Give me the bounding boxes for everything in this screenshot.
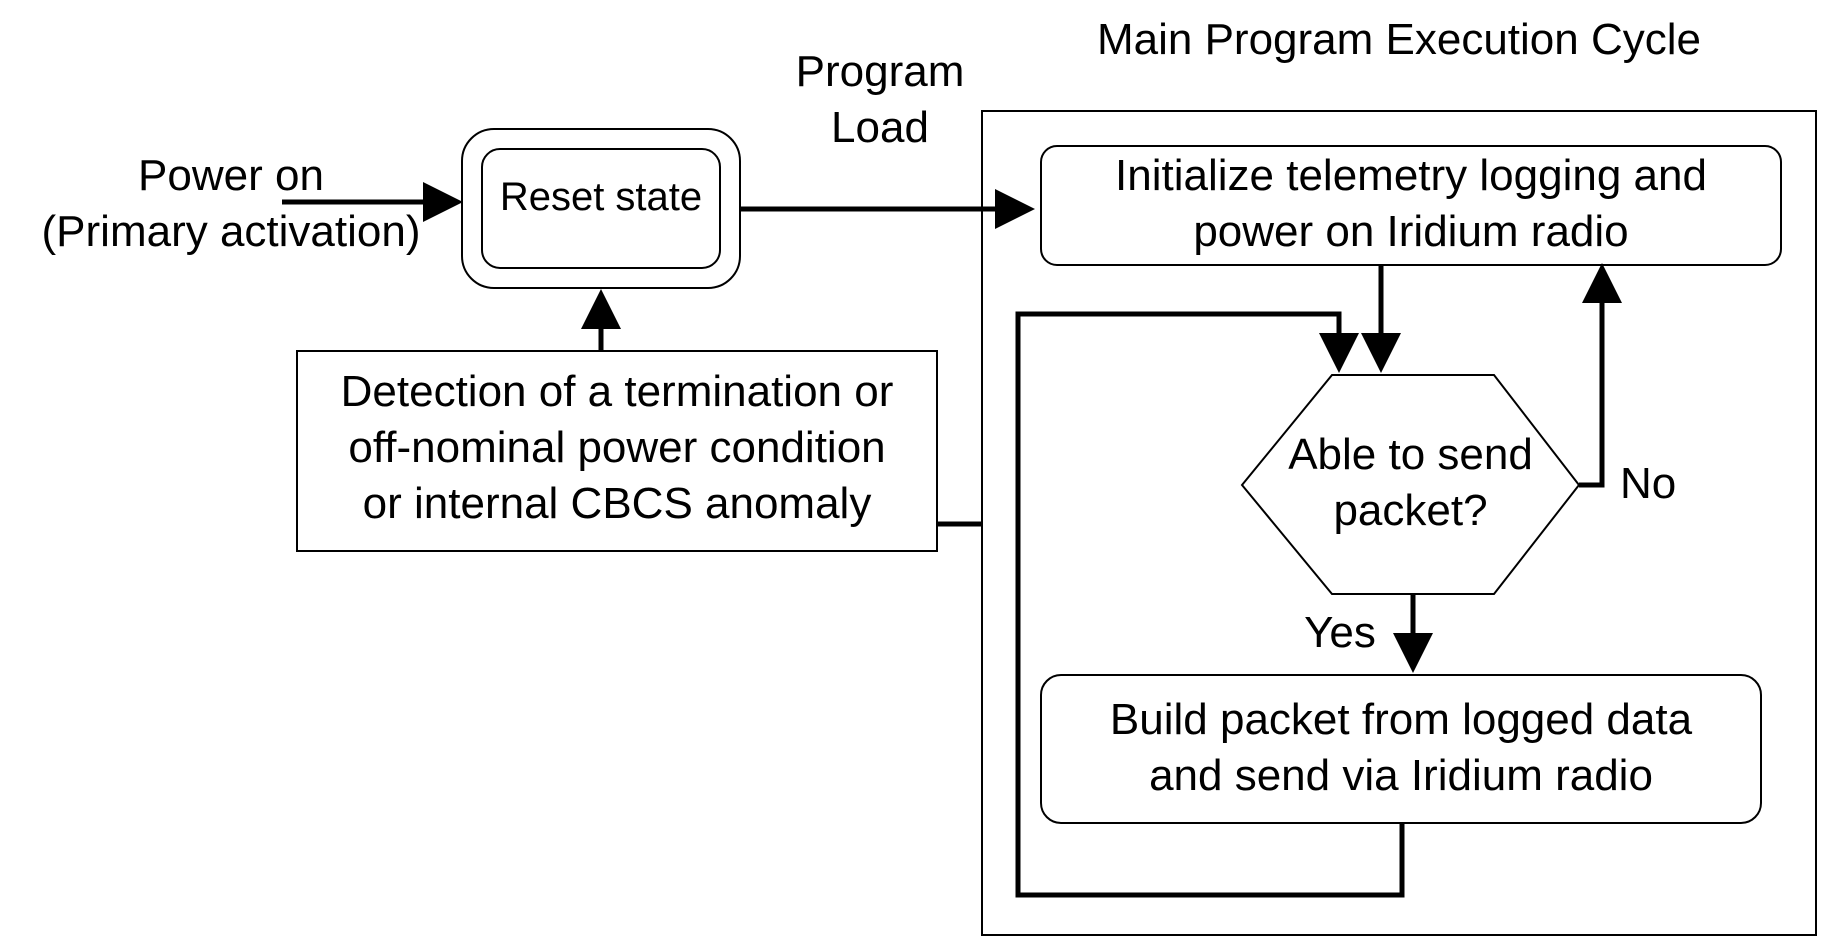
initialize-box [1040,145,1782,266]
no-loop-arrow [1579,263,1622,488]
detection-label: Detection of a termination or off-nomina… [340,367,894,528]
detection-box [296,350,938,552]
no-label: No [1620,459,1677,508]
program-load-label: Program Load [795,47,965,153]
initialize-label: Initialize telemetry logging and power o… [1115,151,1707,257]
power-on-label: Power on (Primary activation) [41,151,421,257]
decision-label: Able to send packet? [1288,430,1533,536]
yes-label: Yes [1304,608,1376,657]
build-loop-back-arrow [1015,311,1405,898]
build-label: Build packet from logged data and send v… [1109,695,1693,801]
reset-state-inner-box [481,148,721,269]
reset-state-label: Reset state [499,175,703,219]
section-title: Main Program Execution Cycle [1096,15,1701,64]
